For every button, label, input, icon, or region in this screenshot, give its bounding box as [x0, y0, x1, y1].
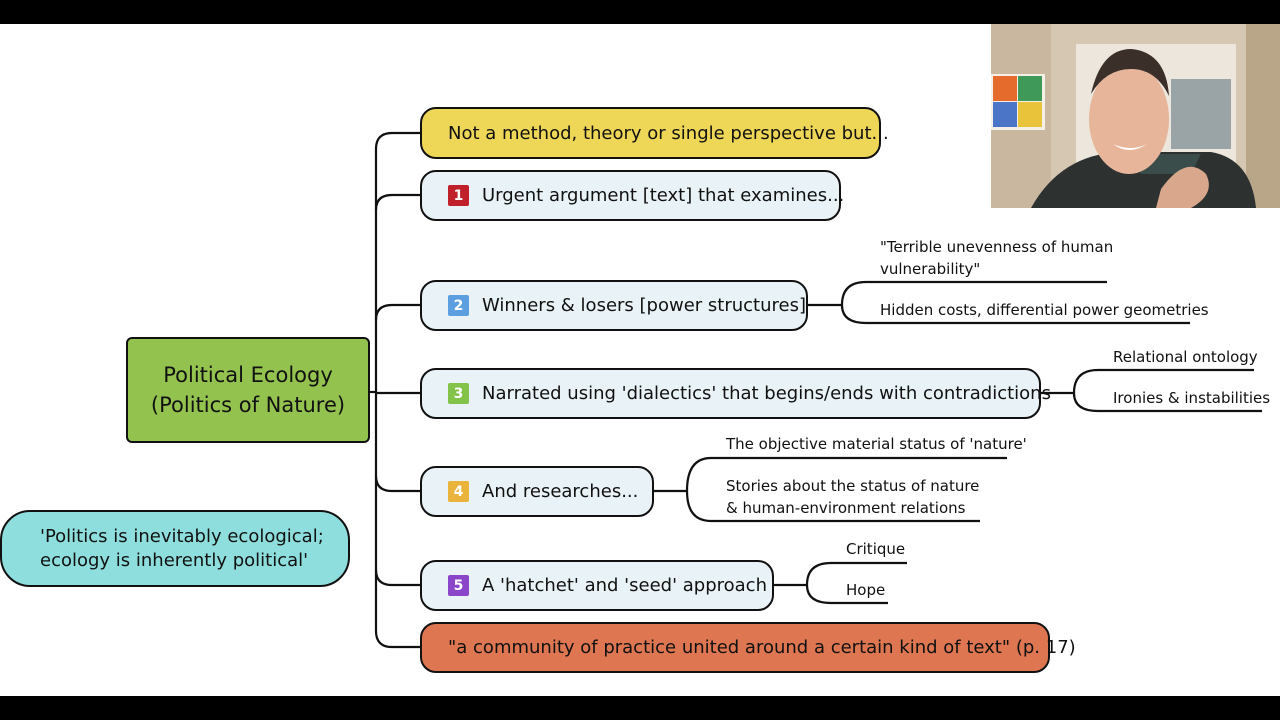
mind-map-slide: Political Ecology (Politics of Nature) '… — [0, 24, 1280, 696]
leaf-hope[interactable]: Hope — [846, 581, 886, 599]
central-topic-node[interactable]: Political Ecology (Politics of Nature) — [126, 337, 370, 443]
leaf-relational-ontology[interactable]: Relational ontology — [1113, 348, 1258, 366]
branch-text: A 'hatchet' and 'seed' approach — [482, 575, 767, 596]
number-1-icon: 1 — [448, 185, 469, 206]
branch-community-of-practice[interactable]: "a community of practice united around a… — [420, 622, 1076, 673]
number-5-icon: 5 — [448, 575, 469, 596]
branch-5-hatchet-seed[interactable]: 5 A 'hatchet' and 'seed' approach — [420, 560, 774, 611]
leaf-objective-material-status[interactable]: The objective material status of 'nature… — [726, 435, 1027, 453]
leaf-ironies-instabilities[interactable]: Ironies & instabilities — [1113, 389, 1271, 407]
branch-text: Winners & losers [power structures] — [482, 295, 806, 316]
branch-text: Urgent argument [text] that examines... — [482, 185, 845, 206]
presenter-video-icon — [991, 24, 1280, 208]
branch-text: "a community of practice united around a… — [448, 637, 1076, 658]
branch-text: Narrated using 'dialectics' that begins/… — [482, 383, 1051, 404]
branch-1-urgent-argument[interactable]: 1 Urgent argument [text] that examines..… — [420, 170, 845, 221]
branch-text: Not a method, theory or single perspecti… — [448, 122, 889, 144]
number-4-icon: 4 — [448, 481, 469, 502]
branch-3-dialectics[interactable]: 3 Narrated using 'dialectics' that begin… — [420, 368, 1051, 419]
number-3-icon: 3 — [448, 383, 469, 404]
branch-not-a-method[interactable]: Not a method, theory or single perspecti… — [420, 107, 889, 159]
connector-lines — [370, 131, 1262, 649]
central-topic-line-2: (Politics of Nature) — [150, 393, 346, 417]
leaf-hidden-costs[interactable]: Hidden costs, differential power geometr… — [880, 301, 1209, 319]
leaf-terrible-unevenness[interactable]: "Terrible unevenness of human vulnerabil… — [880, 238, 1114, 278]
number-2-icon: 2 — [448, 295, 469, 316]
leaf-stories-about-nature[interactable]: Stories about the status of nature & hum… — [726, 477, 980, 517]
leaf-critique[interactable]: Critique — [846, 540, 906, 558]
quote-text: 'Politics is inevitably ecological; ecol… — [40, 525, 324, 571]
quote-node[interactable]: 'Politics is inevitably ecological; ecol… — [0, 510, 350, 587]
central-topic-line-1: Political Ecology — [163, 363, 333, 387]
webcam-video-overlay — [991, 24, 1280, 208]
branch-text: And researches... — [482, 481, 639, 502]
branch-4-researches[interactable]: 4 And researches... — [420, 466, 654, 517]
branch-2-winners-losers[interactable]: 2 Winners & losers [power structures] — [420, 280, 808, 331]
